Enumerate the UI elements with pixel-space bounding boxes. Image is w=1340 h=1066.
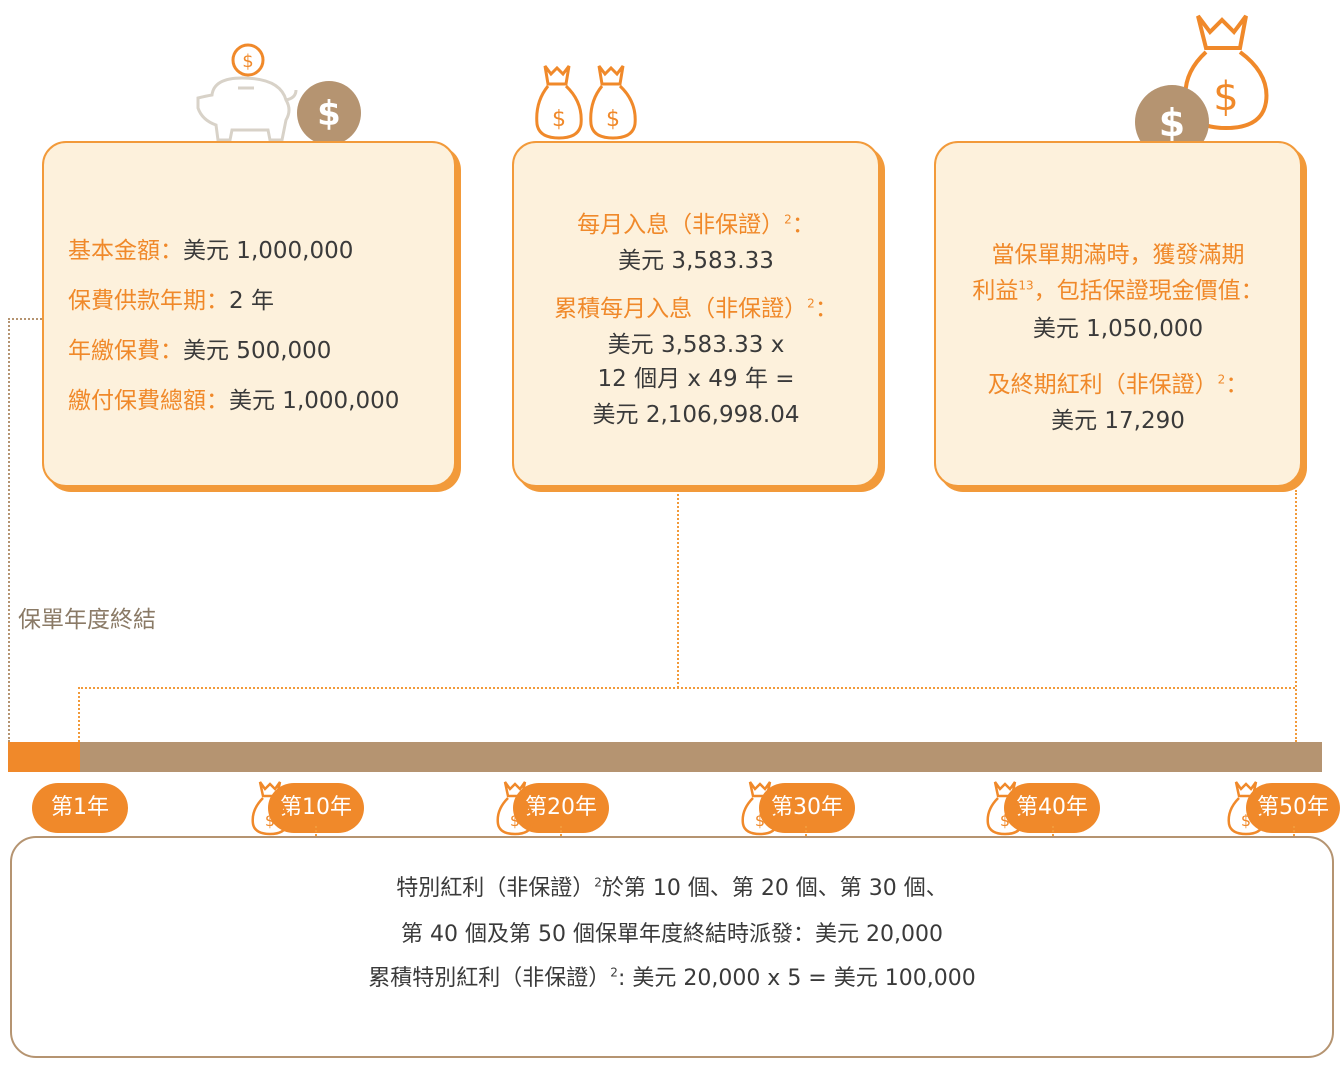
money-bag-icon: $ xyxy=(1183,14,1269,131)
svg-text:$: $ xyxy=(1213,74,1238,120)
svg-text:$: $ xyxy=(755,811,765,830)
svg-text:$: $ xyxy=(1000,811,1010,830)
connector xyxy=(315,826,317,840)
accumulated-line-3: 美元 2,106,998.04 xyxy=(592,402,800,428)
row-label: 年繳保費： xyxy=(68,338,183,364)
connector xyxy=(8,318,42,320)
timeline-bar-first-year xyxy=(8,742,80,772)
premium-term-row: 保費供款年期：2 年 xyxy=(68,281,274,315)
accumulated-line-1: 美元 3,583.33 x xyxy=(607,332,785,358)
monthly-income-value: 美元 3,583.33 xyxy=(618,248,774,274)
annual-premium-row: 年繳保費：美元 500,000 xyxy=(68,331,331,365)
money-bag-icon: $ xyxy=(496,781,534,836)
piggy-bank-icon: $ xyxy=(196,43,298,142)
svg-text:$: $ xyxy=(242,51,253,72)
accumulated-line-2: 12 個月 x 49 年 = xyxy=(597,366,795,392)
connector xyxy=(8,318,10,742)
svg-text:$: $ xyxy=(510,811,520,830)
connector xyxy=(805,826,807,840)
timeline-bar xyxy=(80,742,1322,772)
row-value: 美元 1,000,000 xyxy=(183,238,354,264)
connector xyxy=(78,687,80,742)
money-bag-icon: $ xyxy=(741,781,779,836)
dollar-coin-icon: $ xyxy=(1135,85,1209,159)
basic-amount-row: 基本金額：美元 1,000,000 xyxy=(68,231,353,265)
connector xyxy=(677,490,679,688)
row-value: 2 年 xyxy=(229,288,274,314)
row-label: 基本金額： xyxy=(68,238,183,264)
money-bag-icon: $ xyxy=(986,781,1024,836)
special-bonus-line-3: 累積特別紅利（非保證）2: 美元 20,000 x 5 = 美元 100,000 xyxy=(368,965,976,991)
connector xyxy=(1052,826,1054,840)
row-value: 美元 1,000,000 xyxy=(229,388,400,414)
dollar-coin-icon: $ xyxy=(297,81,361,145)
special-bonus-box: 特別紅利（非保證）2於第 10 個、第 20 個、第 30 個、 第 40 個及… xyxy=(10,836,1334,1058)
svg-text:$: $ xyxy=(606,107,620,132)
special-bonus-line-1: 特別紅利（非保證）2於第 10 個、第 20 個、第 30 個、 xyxy=(396,875,948,901)
row-label: 繳付保費總額： xyxy=(68,388,229,414)
row-value: 美元 500,000 xyxy=(183,338,332,364)
row-label: 保費供款年期： xyxy=(68,288,229,314)
connector xyxy=(1293,826,1295,840)
connector xyxy=(1295,490,1297,742)
connector xyxy=(560,826,562,840)
guaranteed-cash-value: 美元 1,050,000 xyxy=(1032,316,1204,342)
year-1-label: 第1年 xyxy=(32,783,128,833)
money-bag-icon: $ xyxy=(1227,781,1265,836)
money-bag-icon: $ $ xyxy=(535,65,637,140)
special-bonus-line-2: 第 40 個及第 50 個保單年度終結時派發：美元 20,000 xyxy=(401,922,943,947)
policy-year-end-label: 保單年度終結 xyxy=(18,607,156,633)
premium-summary-card: 基本金額：美元 1,000,000 保費供款年期：2 年 年繳保費：美元 500… xyxy=(42,141,456,487)
terminal-bonus-label: 及終期紅利（非保證）2： xyxy=(987,372,1249,398)
maturity-benefit-card: 當保單期滿時，獲發滿期 利益13，包括保證現金價值： 美元 1,050,000 … xyxy=(934,141,1302,487)
accumulated-income-label: 累積每月入息（非保證）2： xyxy=(554,296,838,322)
svg-text:$: $ xyxy=(1159,101,1185,145)
year-10-label: 第10年 xyxy=(268,783,364,833)
svg-text:$: $ xyxy=(265,811,275,830)
svg-text:$: $ xyxy=(317,94,341,134)
svg-text:$: $ xyxy=(1241,811,1251,830)
terminal-bonus-value: 美元 17,290 xyxy=(1051,408,1185,434)
maturity-line-2: 利益13，包括保證現金價值： xyxy=(972,278,1264,304)
svg-text:$: $ xyxy=(552,107,566,132)
money-bag-icon: $ xyxy=(251,781,289,836)
monthly-income-label: 每月入息（非保證）2： xyxy=(577,212,815,238)
monthly-income-card: 每月入息（非保證）2： 美元 3,583.33 累積每月入息（非保證）2： 美元… xyxy=(512,141,880,487)
total-premium-row: 繳付保費總額：美元 1,000,000 xyxy=(68,381,399,415)
maturity-line-1: 當保單期滿時，獲發滿期 xyxy=(991,242,1245,268)
connector xyxy=(78,687,1295,689)
